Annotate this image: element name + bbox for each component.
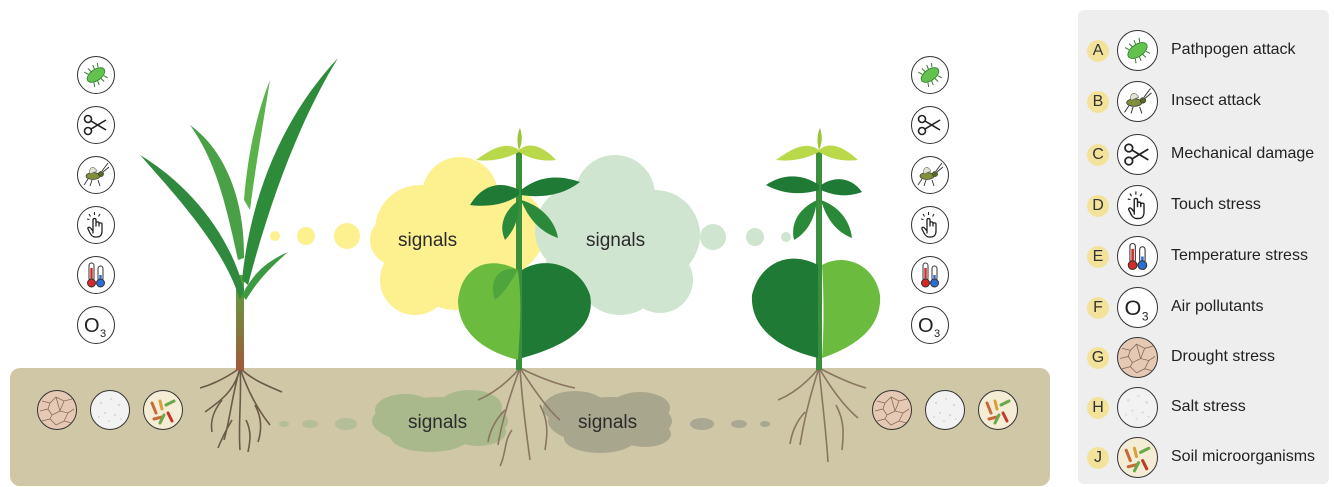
legend-label: Soil microorganisms xyxy=(1171,448,1315,466)
legend-label: Salt stress xyxy=(1171,398,1246,416)
ozone-main: O xyxy=(918,315,934,337)
salt-icon xyxy=(1117,387,1158,428)
legend-label: Mechanical damage xyxy=(1171,145,1314,163)
legend-letter: E xyxy=(1087,246,1109,268)
air-signal-label-right: signals xyxy=(586,230,645,252)
legend-letter: F xyxy=(1087,297,1109,319)
legend-item-mechanical: C Mechanical damage xyxy=(1078,132,1329,178)
touch-icon xyxy=(77,206,115,244)
legend-label: Insect attack xyxy=(1171,92,1261,110)
legend-letter: A xyxy=(1087,40,1109,62)
microorganisms-icon xyxy=(978,390,1018,430)
pathogen-icon xyxy=(911,56,949,94)
legend-label: Touch stress xyxy=(1171,196,1261,214)
scissors-icon xyxy=(911,106,949,144)
legend-label: Air pollutants xyxy=(1171,298,1264,316)
ozone-main: O xyxy=(1125,295,1142,320)
thermometer-icon xyxy=(911,256,949,294)
legend-letter: B xyxy=(1087,91,1109,113)
legend-item-temperature: E Temperature stress xyxy=(1078,234,1329,280)
air-signal-dots-right xyxy=(700,224,791,250)
legend-label: Temperature stress xyxy=(1171,247,1308,265)
thermometer-icon xyxy=(1117,236,1158,277)
ozone-sub: 3 xyxy=(934,328,940,340)
insect-icon xyxy=(911,156,949,194)
microorganisms-icon xyxy=(1117,437,1158,478)
insect-icon xyxy=(1117,81,1158,122)
legend-letter: C xyxy=(1087,144,1109,166)
legend-letter: H xyxy=(1087,397,1109,419)
drought-icon xyxy=(872,390,912,430)
salt-icon xyxy=(90,390,130,430)
microorganisms-icon xyxy=(143,390,183,430)
legend-label: Pathpogen attack xyxy=(1171,41,1296,59)
ozone-main: O xyxy=(84,315,100,337)
legend-letter: G xyxy=(1087,347,1109,369)
salt-icon xyxy=(925,390,965,430)
touch-icon xyxy=(1117,185,1158,226)
pathogen-icon xyxy=(1117,30,1158,71)
air-signal-label-left: signals xyxy=(398,230,457,252)
legend-label: Drought stress xyxy=(1171,348,1275,366)
legend-item-pathogen: A Pathpogen attack xyxy=(1078,28,1329,74)
legend-panel: A Pathpogen attack B Insect attack C Mec… xyxy=(1078,10,1329,484)
legend-letter: J xyxy=(1087,447,1109,469)
air-signal-dots-left xyxy=(270,223,360,249)
ozone-sub: 3 xyxy=(100,328,106,340)
legend-letter: D xyxy=(1087,195,1109,217)
insect-icon xyxy=(77,156,115,194)
scissors-icon xyxy=(1117,134,1158,175)
legend-item-salt: H Salt stress xyxy=(1078,385,1329,431)
touch-icon xyxy=(911,206,949,244)
soil-signal-label-right: signals xyxy=(578,412,637,434)
soil-signal-label-left: signals xyxy=(408,412,467,434)
ozone-sub: 3 xyxy=(1142,310,1149,324)
thermometer-icon xyxy=(77,256,115,294)
pathogen-icon xyxy=(77,56,115,94)
legend-item-insect: B Insect attack xyxy=(1078,79,1329,125)
drought-icon xyxy=(37,390,77,430)
legend-item-microorganisms: J Soil microorganisms xyxy=(1078,435,1329,481)
legend-item-touch: D Touch stress xyxy=(1078,183,1329,229)
drought-icon xyxy=(1117,337,1158,378)
legend-item-drought: G Drought stress xyxy=(1078,335,1329,381)
scissors-icon xyxy=(77,106,115,144)
